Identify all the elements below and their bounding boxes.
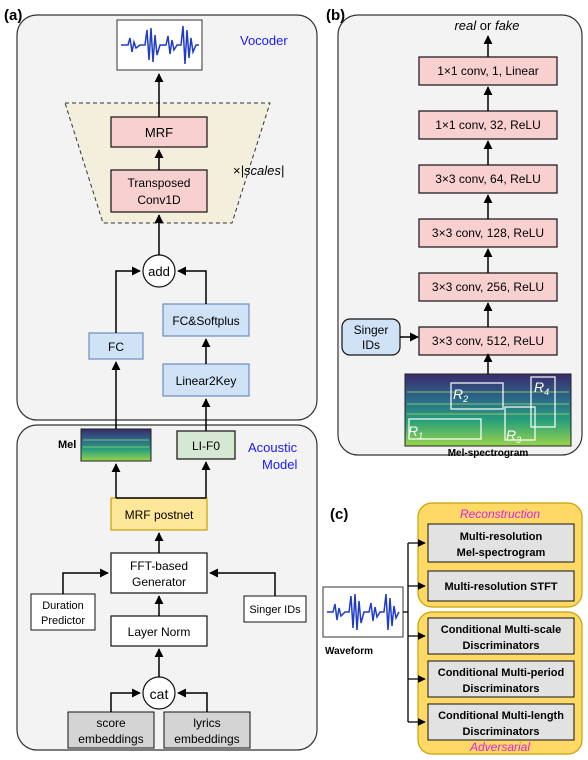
- mpd-line2: Discriminators: [462, 683, 539, 695]
- b-singer-line1: Singer: [354, 323, 389, 337]
- region-r1: R1: [408, 423, 423, 441]
- multi-res-stft-box: [427, 570, 575, 602]
- region-r2: R2: [453, 386, 468, 404]
- mel-spectrogram-caption: Mel-spectrogram: [448, 448, 529, 459]
- mel-spectrogram-image: [404, 373, 572, 447]
- disc-layer-label: 1×1 conv, 32, ReLU: [435, 118, 541, 132]
- waveform-caption: Waveform: [325, 646, 373, 657]
- transposed-label-line1: Transposed: [128, 176, 191, 190]
- disc-layer-label: 1×1 conv, 1, Linear: [437, 64, 539, 78]
- fft-generator-box: [110, 552, 208, 594]
- reconstruction-title: Reconstruction: [460, 507, 540, 521]
- lif0-label: LI-F0: [192, 439, 220, 453]
- mpd-box: [427, 660, 575, 698]
- disc-layer-label: 3×3 conv, 512, ReLU: [432, 334, 544, 348]
- duration-line2: Predictor: [41, 615, 85, 627]
- transposed-label-line2: Conv1D: [137, 193, 181, 207]
- duration-predictor-box: [30, 593, 96, 631]
- multi-res-mel-box: [427, 523, 575, 563]
- singer-ids-box: [243, 595, 307, 623]
- mrf-label: MRF: [145, 125, 173, 140]
- disc-layer-label: 3×3 conv, 64, ReLU: [435, 172, 541, 186]
- disc-layer-box: [418, 218, 558, 248]
- acoustic-title-line2: Model: [262, 457, 298, 472]
- disc-layer-box: [418, 110, 558, 140]
- cat-label: cat: [150, 686, 169, 702]
- score-line1: score: [96, 716, 126, 730]
- panel-a-arrows: [62, 73, 276, 712]
- mrf-postnet-label: MRF postnet: [125, 508, 194, 522]
- fc-label: FC: [108, 340, 124, 354]
- panel-b-arrows: [400, 35, 493, 374]
- disc-layer-box: [418, 56, 558, 86]
- fc-box: [88, 332, 144, 360]
- msd-box: [427, 617, 575, 655]
- b-singer-line2: IDs: [362, 338, 380, 352]
- region-r3: R3: [506, 427, 521, 445]
- layer-norm-label: Layer Norm: [128, 625, 191, 639]
- fc-softplus-label: FC&Softplus: [172, 314, 239, 328]
- add-label: add: [148, 264, 170, 279]
- mrf-postnet-box: [110, 497, 208, 531]
- panel-label-a: (a): [4, 7, 22, 24]
- discriminator-layer-stack: 1×1 conv, 1, Linear 1×1 conv, 32, ReLU 3×3…: [418, 56, 558, 356]
- multi-res-mel-line1: Multi-resolution: [460, 531, 543, 543]
- waveform-input-icon: [322, 586, 404, 638]
- disc-layer-box: [418, 272, 558, 302]
- panel-label-c: (c): [330, 506, 348, 523]
- lyrics-line2: embeddings: [174, 732, 239, 746]
- transposed-conv-box: [110, 169, 208, 213]
- vocoder-title: Vocoder: [240, 33, 288, 48]
- msd-line2: Discriminators: [462, 640, 539, 652]
- duration-line1: Duration: [42, 600, 84, 612]
- disc-layer-box: [418, 164, 558, 194]
- layer-norm-box: [110, 615, 208, 647]
- fft-generator-line1: FFT-based: [130, 559, 188, 573]
- mld-box: [427, 703, 575, 741]
- singer-ids-label: Singer IDs: [249, 604, 301, 616]
- disc-layer-label: 3×3 conv, 128, ReLU: [432, 226, 544, 240]
- linear2key-label: Linear2Key: [176, 374, 237, 388]
- msd-line1: Conditional Multi-scale: [441, 624, 561, 636]
- waveform-output-icon: [116, 19, 203, 71]
- mpd-line1: Conditional Multi-period: [438, 667, 564, 679]
- discriminator-output: real or fake: [454, 18, 519, 33]
- linear2key-box: [162, 363, 250, 397]
- acoustic-title-line1: Acoustic: [248, 440, 298, 455]
- score-line2: embeddings: [78, 732, 143, 746]
- mld-line2: Discriminators: [462, 726, 539, 738]
- fft-generator-line2: Generator: [132, 575, 186, 589]
- panel-label-b: (b): [326, 7, 345, 24]
- scales-multiplier: ×|scales|: [233, 163, 284, 178]
- multi-res-stft-label: Multi-resolution STFT: [444, 581, 557, 593]
- lyrics-line1: lyrics: [193, 716, 220, 730]
- lif0-box: [176, 430, 236, 460]
- mld-line1: Conditional Multi-length: [438, 710, 564, 722]
- multi-res-mel-line2: Mel-spectrogram: [457, 547, 546, 559]
- mel-spectrogram-thumbnail: [80, 428, 152, 462]
- region-r4: R4: [534, 379, 549, 397]
- mel-label: Mel: [58, 439, 76, 451]
- disc-layer-label: 3×3 conv, 256, ReLU: [432, 280, 544, 294]
- fc-softplus-box: [162, 303, 250, 337]
- adversarial-title: Adversarial: [469, 740, 530, 754]
- panel-c-arrows: [403, 539, 426, 726]
